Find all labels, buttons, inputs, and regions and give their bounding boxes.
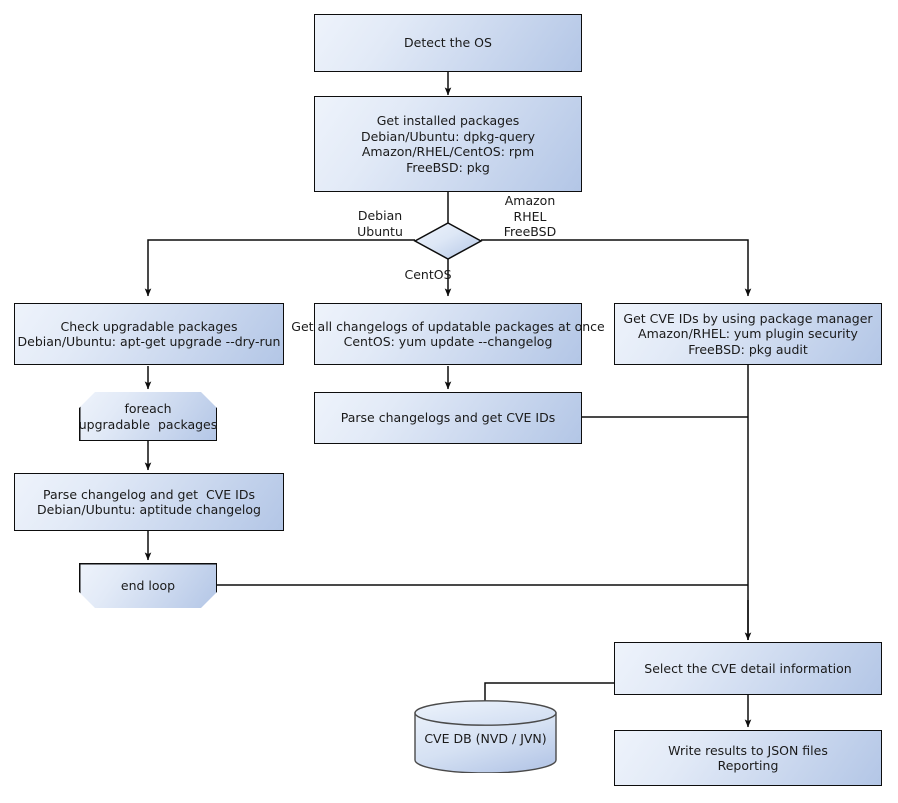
node-end-loop[interactable]: end loop [79,563,217,608]
gcp-line3: FreeBSD: pkg audit [688,341,808,357]
node-detect-os[interactable]: Detect the OS [314,14,582,72]
gip-line1: Get installed packages [376,113,520,128]
edge-label-amazon-rhel-freebsd: Amazon RHEL FreeBSD [503,193,557,239]
edge-decision-right [481,239,752,297]
cu-line2: Debian/Ubuntu: apt-get upgrade --dry-run [17,334,281,349]
node-select-cve-detail[interactable]: Select the CVE detail information [614,642,882,695]
cve-database-label: CVE DB (NVD / JVN) [424,731,547,746]
pcs-line1: Parse changelog and get CVE IDs [43,486,255,502]
gcp-line2: Amazon/RHEL: yum plugin security [638,326,858,342]
gac-line1: Get all changelogs of updatable packages… [291,318,605,334]
get-all-changelogs-label: Get all changelogs of updatable packages… [291,319,604,350]
wr-line1: Write results to JSON files [668,742,828,758]
gac-line2: CentOS: yum update --changelog [343,334,553,349]
fe-line2: upgradable packages [78,416,218,432]
database-cylinder-icon [414,700,557,774]
edge-decision-left [144,239,415,297]
gip-line4: FreeBSD: pkg [406,159,490,175]
select-cve-detail-label: Select the CVE detail information [644,660,852,676]
gip-line2: Debian/Ubuntu: dpkg-query [360,128,536,144]
node-get-all-changelogs[interactable]: Get all changelogs of updatable packages… [291,303,605,365]
gcp-line1: Get CVE IDs by using package manager [623,310,873,326]
node-os-decision[interactable] [413,221,483,261]
fe-line1: foreach [124,401,172,416]
parse-changelogs-bulk-label: Parse changelogs and get CVE IDs [340,410,556,426]
end-loop-label: end loop [120,577,176,593]
wr-line2: Reporting [717,758,779,773]
edge-label-centos: CentOS [404,267,452,282]
edge-label-debian-ubuntu: Debian Ubuntu [357,208,403,239]
detect-os-label: Detect the OS [404,35,492,51]
gip-line3: Amazon/RHEL/CentOS: rpm [361,144,535,159]
decision-diamond-icon [413,222,483,260]
pcs-line2: Debian/Ubuntu: aptitude changelog [37,502,261,517]
node-parse-changelogs-bulk[interactable]: Parse changelogs and get CVE IDs [314,392,582,444]
node-cve-database[interactable]: CVE DB (NVD / JVN) [413,700,558,774]
cu-line1: Check upgradable packages [60,318,238,334]
